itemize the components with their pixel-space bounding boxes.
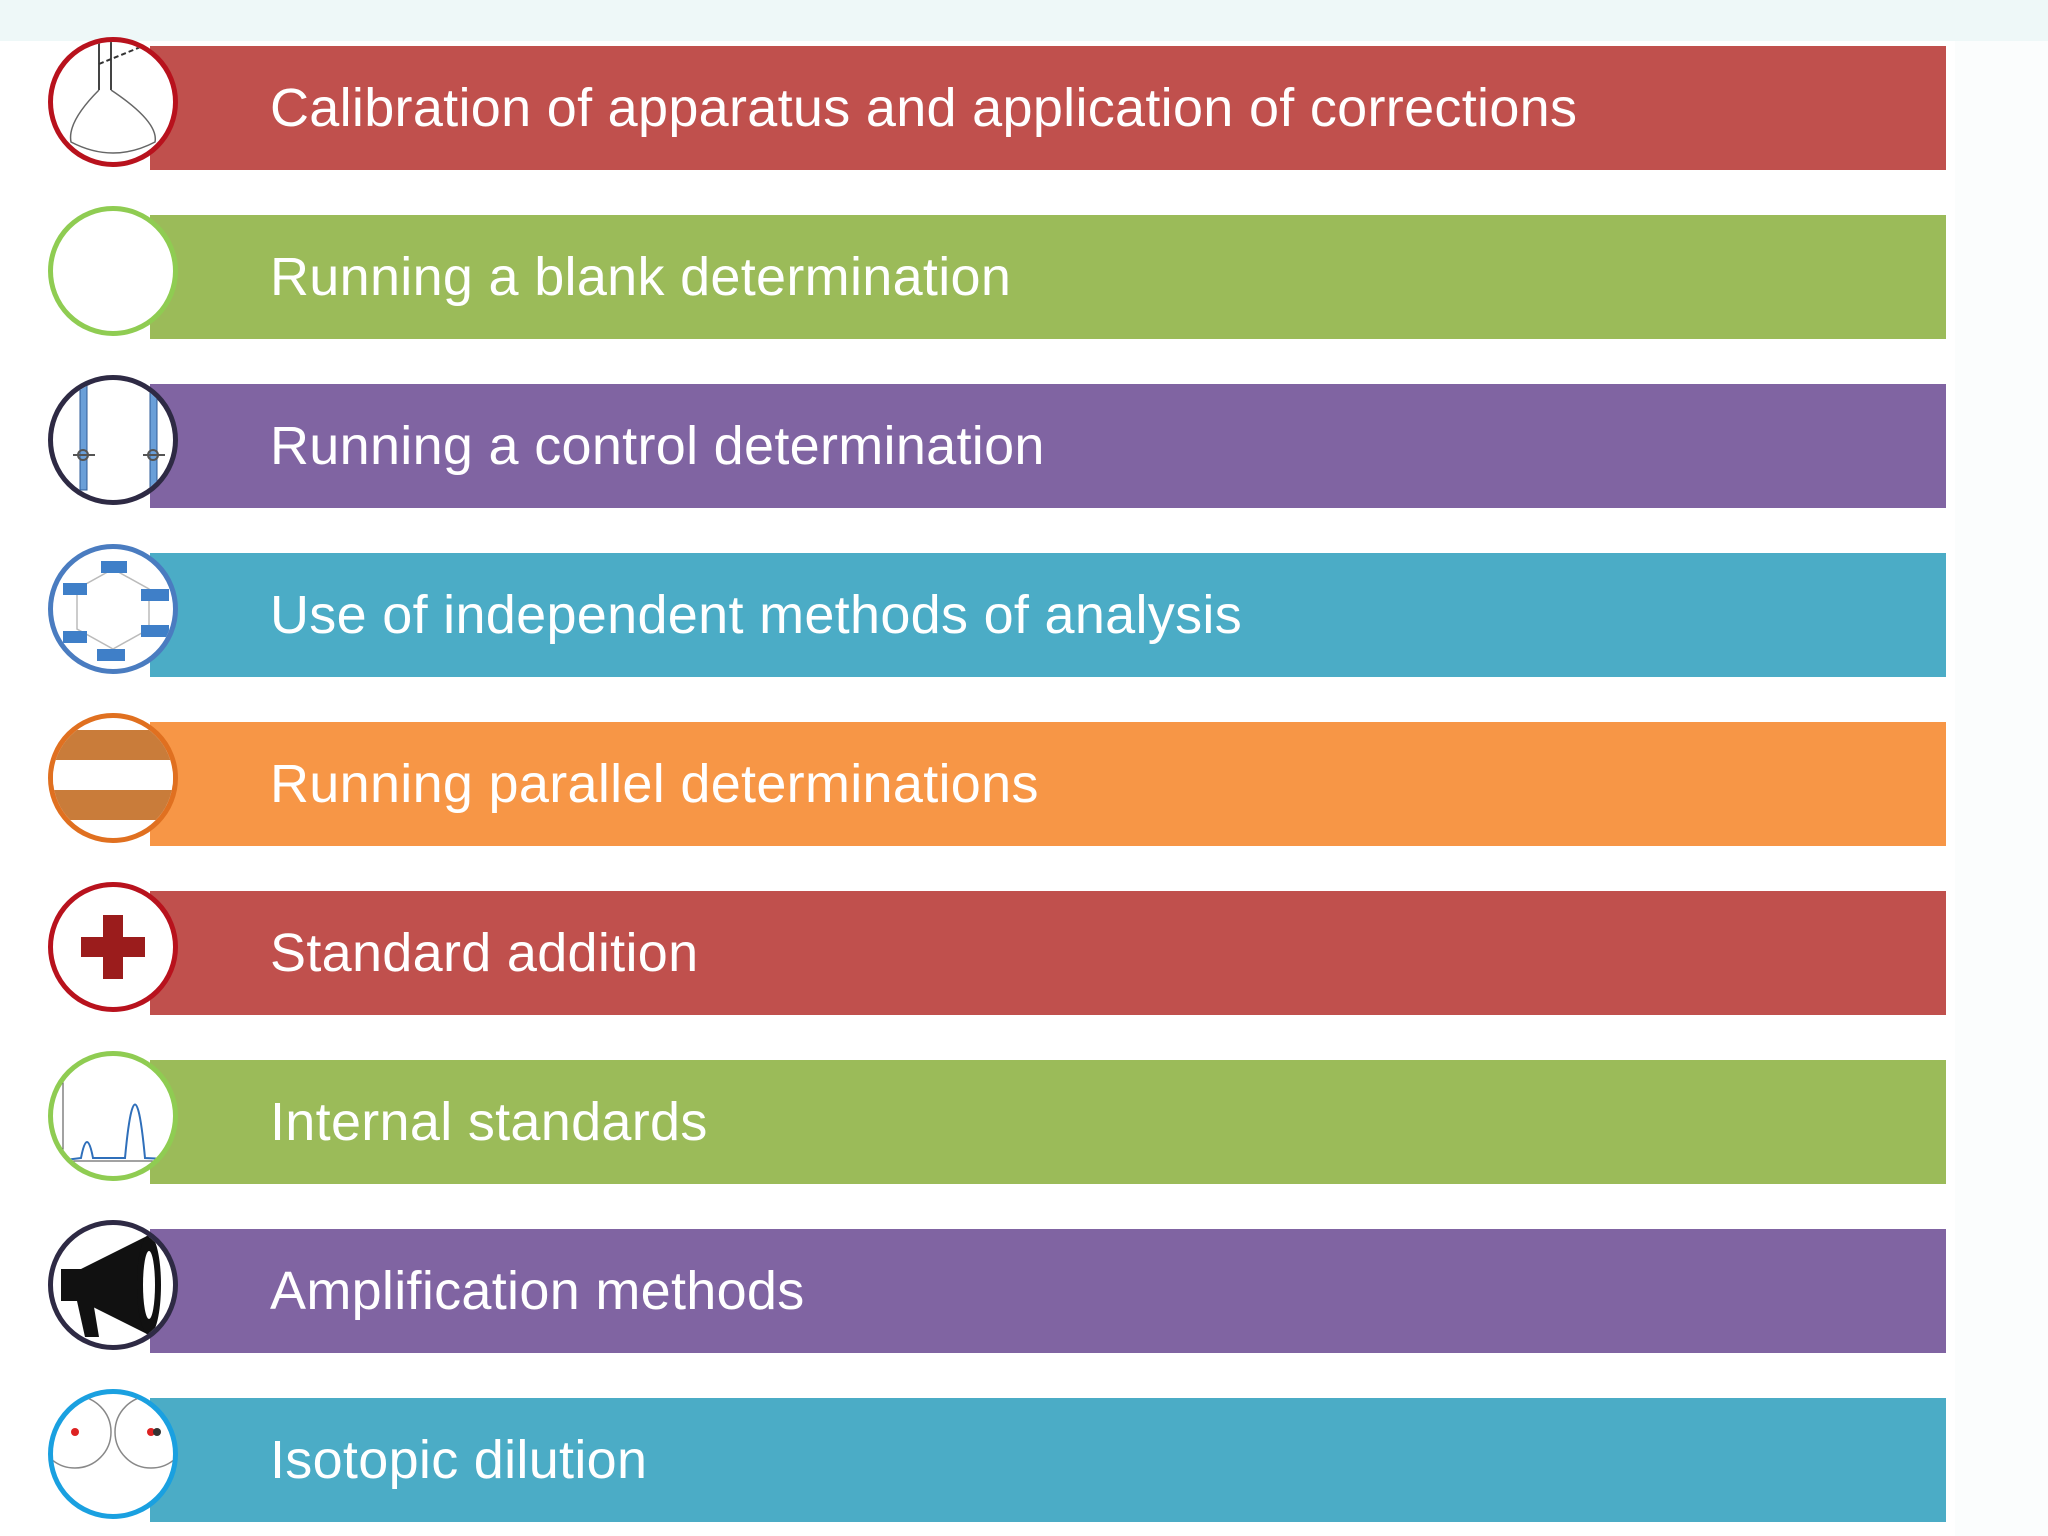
right-margin-strip xyxy=(1955,41,2048,1536)
item-bar: Running parallel determinations xyxy=(150,722,1946,846)
list-item-independent-methods: Use of independent methods of analysis xyxy=(0,544,2048,678)
item-bar: Calibration of apparatus and application… xyxy=(150,46,1946,170)
item-bar: Isotopic dilution xyxy=(150,1398,1946,1522)
item-label: Standard addition xyxy=(270,923,699,983)
megaphone-icon xyxy=(48,1220,178,1350)
item-bar: Amplification methods xyxy=(150,1229,1946,1353)
methods-diagram-icon xyxy=(48,544,178,674)
item-label: Isotopic dilution xyxy=(270,1430,648,1490)
item-bar: Standard addition xyxy=(150,891,1946,1015)
list-item-control: Running a control determination xyxy=(0,375,2048,509)
item-label: Use of independent methods of analysis xyxy=(270,585,1243,645)
item-label: Running parallel determinations xyxy=(270,754,1039,814)
item-bar: Running a blank determination xyxy=(150,215,1946,339)
list-item-standard-addition: Standard addition xyxy=(0,882,2048,1016)
isotope-atoms-icon xyxy=(48,1389,178,1519)
item-label: Running a control determination xyxy=(270,416,1045,476)
parallel-stripes-icon xyxy=(48,713,178,843)
volumetric-flask-icon xyxy=(48,37,178,167)
item-label: Calibration of apparatus and application… xyxy=(270,78,1578,138)
list-item-internal-standards: Internal standards xyxy=(0,1051,2048,1185)
item-label: Internal standards xyxy=(270,1092,708,1152)
item-bar: Use of independent methods of analysis xyxy=(150,553,1946,677)
item-bar: Running a control determination xyxy=(150,384,1946,508)
item-label: Amplification methods xyxy=(270,1261,805,1321)
list-item-calibration: Calibration of apparatus and application… xyxy=(0,37,2048,171)
top-band xyxy=(0,0,2048,41)
list-item-blank: Running a blank determination xyxy=(0,206,2048,340)
list-item-amplification: Amplification methods xyxy=(0,1220,2048,1354)
plus-icon xyxy=(48,882,178,1012)
chromatogram-peaks-icon xyxy=(48,1051,178,1181)
blank-circle-icon xyxy=(48,206,178,336)
item-label: Running a blank determination xyxy=(270,247,1012,307)
list-item-parallel: Running parallel determinations xyxy=(0,713,2048,847)
item-bar: Internal standards xyxy=(150,1060,1946,1184)
burettes-icon xyxy=(48,375,178,505)
list-item-isotopic-dilution: Isotopic dilution xyxy=(0,1389,2048,1523)
